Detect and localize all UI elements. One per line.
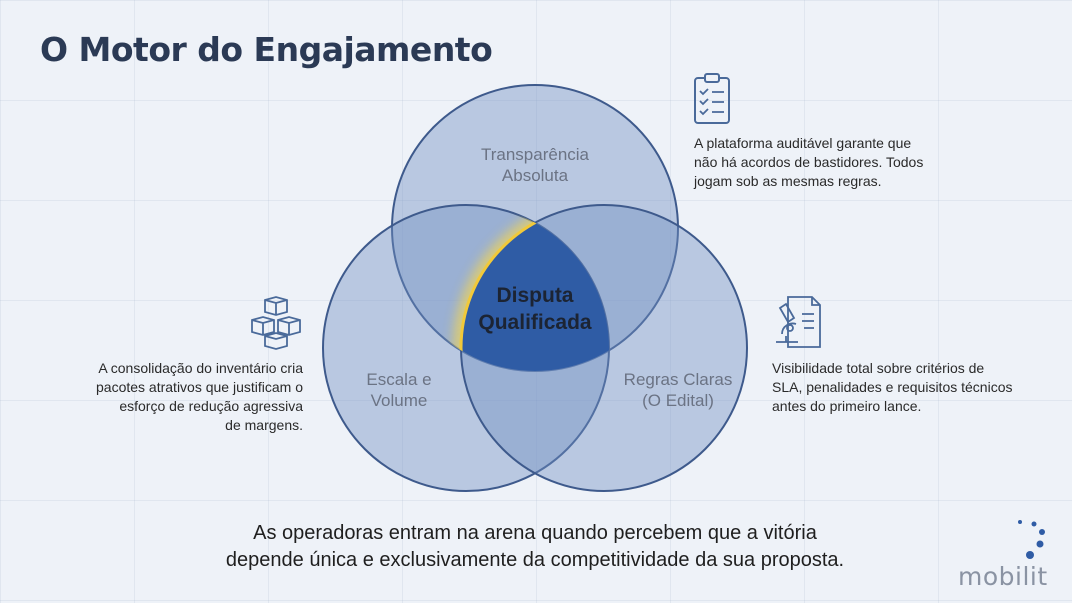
description-left: A consolidação do inventário cria pacote…	[96, 360, 303, 433]
venn-label-right: Regras Claras(O Edital)	[623, 370, 733, 410]
clipboard-checklist-icon	[694, 73, 730, 124]
page-title: O Motor do Engajamento	[40, 30, 493, 69]
brand-logo: mobilit	[958, 562, 1048, 591]
description-right: Visibilidade total sobre critérios de SL…	[772, 360, 1013, 414]
microscope-document-icon	[776, 296, 821, 348]
boxes-stack-icon	[251, 296, 301, 350]
venn-center-region	[459, 205, 609, 371]
logo-dots-icon	[1018, 520, 1045, 559]
description-top-right: A plataforma auditável garante que não h…	[694, 135, 924, 189]
footer-statement: As operadoras entram na arena quando per…	[225, 522, 845, 571]
